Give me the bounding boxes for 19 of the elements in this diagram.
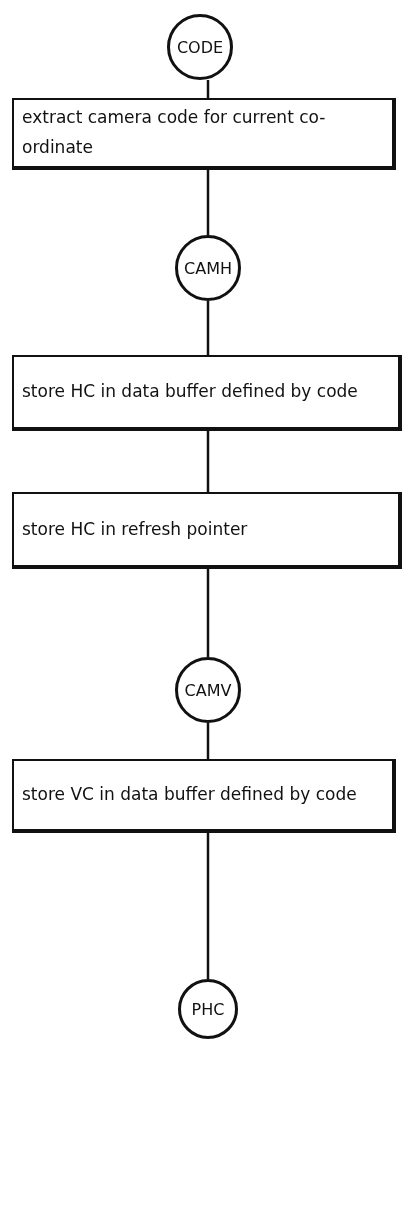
- node-text: CAMH: [184, 258, 232, 278]
- connector-line: [206, 170, 210, 235]
- connector-line: [206, 569, 210, 657]
- connector-line: [206, 723, 210, 759]
- connector-circle: [178, 979, 238, 1039]
- process-box: [12, 355, 402, 431]
- process-box: [12, 492, 402, 569]
- node-text: PHC: [191, 999, 225, 1019]
- node-text: store HC in data buffer defined by code: [22, 380, 358, 404]
- node-text: store VC in data buffer defined by code: [22, 783, 357, 807]
- node-text: CODE: [176, 37, 224, 57]
- process-box: [12, 98, 396, 170]
- connector-line: [206, 833, 210, 979]
- node-text: CAMV: [184, 680, 232, 700]
- connector-line: [206, 301, 210, 355]
- process-box: [12, 759, 396, 833]
- node-text: store HC in refresh pointer: [22, 517, 248, 541]
- node-text: extract camera code for current co-ordinate: [22, 106, 327, 159]
- connector-line: [206, 431, 210, 492]
